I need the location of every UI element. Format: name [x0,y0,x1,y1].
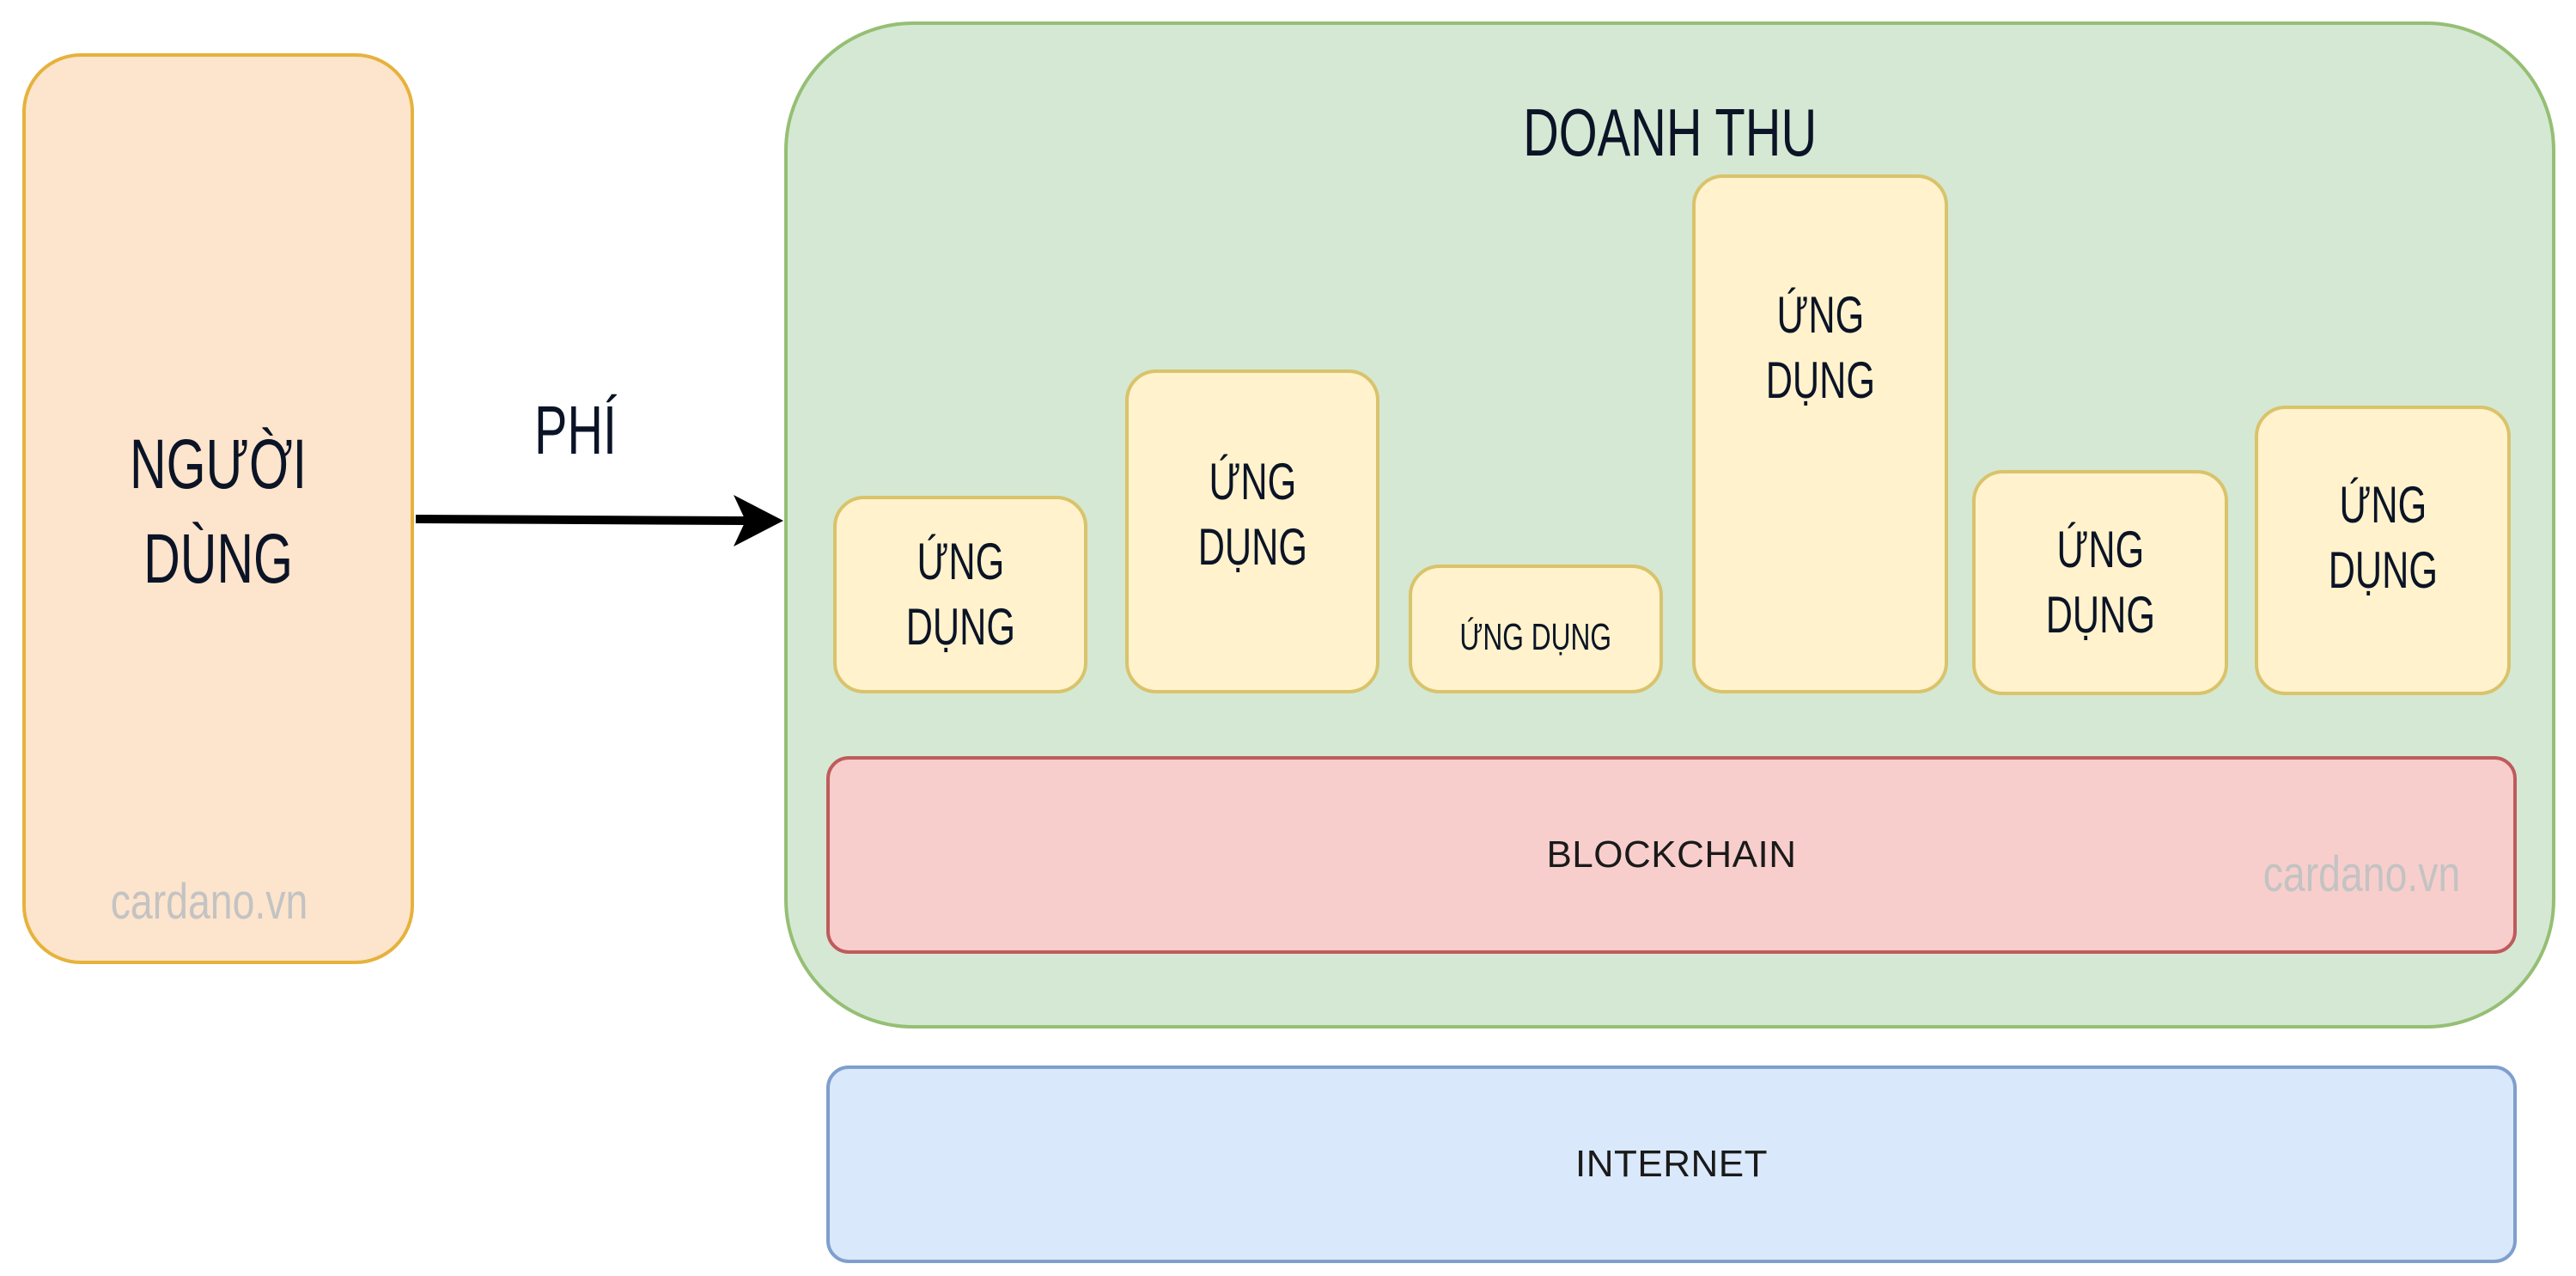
internet-label: INTERNET [1575,1143,1768,1185]
fee-label: PHÍ [533,392,618,468]
app-box: ỨNG DỤNG [1409,565,1663,693]
arrow-head [734,495,783,546]
app-box: ỨNG DỤNG [1692,174,1948,693]
arrow-line [415,515,746,525]
app-box: ỨNG DỤNG [1125,369,1379,693]
app-label: ỨNG DỤNG [2328,475,2438,599]
app-label: ỨNG DỤNG [905,533,1015,656]
blockchain-layer: BLOCKCHAIN cardano.vn [826,756,2517,954]
app-label: ỨNG DỤNG [1765,286,1875,409]
app-label: ỨNG DỤNG [1197,452,1307,576]
internet-layer: INTERNET [826,1065,2517,1263]
user-label-line2: DÙNG [143,520,293,598]
app-box: ỨNG DỤNG [1972,470,2228,695]
revenue-title: DOANH THU [788,94,2552,172]
app-label: ỨNG DỤNG [1459,616,1612,658]
user-label: NGƯỜI DÙNG [26,418,411,607]
app-label: ỨNG DỤNG [2045,521,2155,644]
revenue-title-text: DOANH THU [1522,95,1818,170]
user-box: NGƯỜI DÙNG cardano.vn [22,53,414,964]
watermark: cardano.vn [110,874,308,930]
app-box: ỨNG DỤNG [2255,406,2511,695]
user-label-line1: NGƯỜI [129,425,308,504]
app-box: ỨNG DỤNG [833,496,1087,693]
blockchain-label: BLOCKCHAIN [1546,833,1797,876]
watermark: cardano.vn [2262,846,2461,902]
